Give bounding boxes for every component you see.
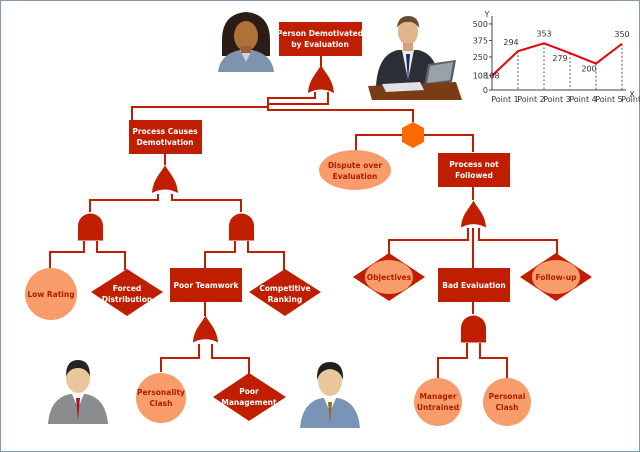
low-rating-label: Low Rating: [27, 290, 74, 299]
process-causes-label-2: Demotivation: [136, 138, 193, 147]
x-tick-label: Point 1: [491, 95, 519, 104]
dispute-label-1: Dispute over: [328, 161, 382, 170]
personality-clash-circle[interactable]: Personality Clash: [136, 373, 186, 423]
and-gate-right: [228, 213, 255, 241]
process-not-followed-label-1: Process not: [449, 160, 499, 169]
man-brown-tie-avatar-icon: [300, 362, 360, 428]
poor-management-label-1: Poor: [239, 387, 259, 396]
follow-up-diamond[interactable]: Follow-up: [520, 253, 592, 301]
objectives-label: Objectives: [367, 273, 412, 282]
or-gate-poor-teamwork: [192, 315, 219, 343]
process-causes-demotivation-box[interactable]: Process Causes Demotivation: [129, 120, 202, 154]
top-event-label-2: by Evaluation: [291, 40, 349, 49]
x-tick-label: Point 6: [621, 95, 640, 104]
x-tick-label: Point 5: [595, 95, 623, 104]
forced-distribution-label-2: Distribution: [102, 295, 152, 304]
manager-untrained-circle[interactable]: Manager Untrained: [414, 378, 462, 426]
y-tick-label: 0: [483, 86, 488, 95]
or-gate-top: [308, 65, 334, 93]
x-tick-label: Point 2: [517, 95, 545, 104]
x-tick-label: Point 4: [569, 95, 597, 104]
connector-lines: [49, 56, 558, 378]
data-label: 200: [581, 65, 596, 74]
personal-clash-circle[interactable]: Personal Clash: [483, 378, 531, 426]
hexagon-house-event[interactable]: [402, 122, 424, 148]
dispute-label-2: Evaluation: [333, 172, 378, 181]
data-label: 108: [484, 72, 499, 81]
poor-teamwork-label: Poor Teamwork: [174, 281, 240, 290]
bad-evaluation-label: Bad Evaluation: [442, 281, 505, 290]
process-not-followed-box[interactable]: Process not Followed: [438, 153, 510, 187]
x-axis-label: X: [629, 90, 635, 99]
low-rating-circle[interactable]: Low Rating: [25, 268, 77, 320]
woman-avatar-icon: [218, 12, 274, 72]
y-tick-label: 375: [473, 36, 488, 45]
manager-untrained-label-2: Untrained: [417, 403, 459, 412]
or-gate-process-causes: [152, 165, 178, 193]
y-axis-label: Y: [484, 10, 490, 19]
competitive-ranking-diamond[interactable]: Competitive Ranking: [249, 269, 321, 316]
data-label: 353: [536, 29, 551, 38]
dispute-over-evaluation-ellipse[interactable]: Dispute over Evaluation: [319, 150, 391, 190]
objectives-diamond[interactable]: Objectives: [353, 253, 425, 301]
or-gate-process-not-followed: [460, 200, 487, 228]
competitive-ranking-label-2: Ranking: [268, 295, 302, 304]
businessman-at-desk-icon: [368, 16, 462, 100]
poor-teamwork-box[interactable]: Poor Teamwork: [170, 268, 242, 302]
series-line: [491, 42, 623, 77]
y-tick-label: 500: [473, 20, 488, 29]
personal-clash-label-1: Personal: [489, 392, 526, 401]
y-tick-label: 250: [473, 53, 488, 62]
data-label: 294: [503, 38, 518, 47]
man-red-tie-avatar-icon: [48, 360, 108, 424]
poor-management-diamond[interactable]: Poor Management: [213, 373, 286, 421]
y-tick-label: 108: [473, 72, 488, 81]
data-label: 350: [614, 30, 629, 39]
data-label: 279: [552, 54, 567, 63]
forced-distribution-label-1: Forced: [113, 284, 142, 293]
and-gate-bad-evaluation: [460, 315, 487, 343]
forced-distribution-diamond[interactable]: Forced Distribution: [91, 269, 163, 316]
personality-clash-label-1: Personality: [137, 388, 185, 397]
personal-clash-label-2: Clash: [496, 403, 519, 412]
poor-management-label-2: Management: [221, 398, 277, 407]
personality-clash-label-2: Clash: [150, 399, 173, 408]
follow-up-label: Follow-up: [535, 273, 577, 282]
x-tick-label: Point 3: [543, 95, 571, 104]
manager-untrained-label-1: Manager: [419, 392, 456, 401]
competitive-ranking-label-1: Competitive: [259, 284, 310, 293]
top-event-box[interactable]: Person Demotivated by Evaluation: [277, 22, 363, 56]
and-gate-left: [77, 213, 104, 241]
bad-evaluation-box[interactable]: Bad Evaluation: [438, 268, 510, 302]
top-event-label-1: Person Demotivated: [277, 29, 363, 38]
process-causes-label-1: Process Causes: [132, 127, 198, 136]
process-not-followed-label-2: Followed: [455, 171, 493, 180]
